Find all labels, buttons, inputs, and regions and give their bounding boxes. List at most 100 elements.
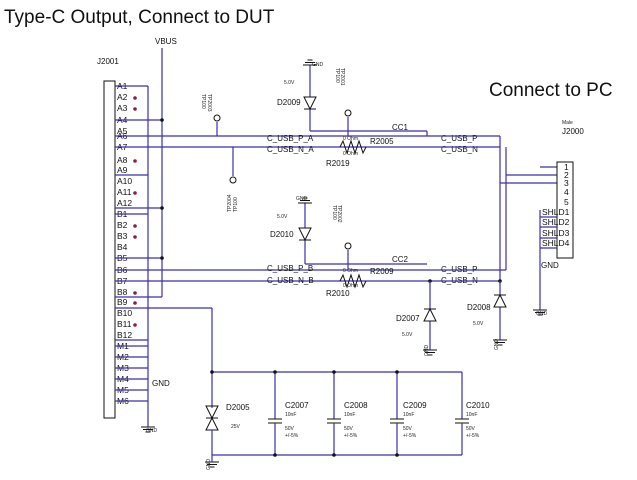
junction-dot [210,370,214,374]
junction-dot [160,206,164,210]
svg-text:TP100: TP100 [331,205,337,220]
j2001-pin-a8: A8 [117,155,128,165]
title-left: Type-C Output, Connect to DUT [4,7,275,28]
resistor-r2010: R2010 0 Ohm [326,283,358,298]
svg-text:R2005: R2005 [370,137,394,146]
test-point-tp2003: TP2003 TP100 [200,94,221,136]
j2001-pin-a12: A12 [117,198,132,208]
no-connect-marker [133,235,137,239]
svg-text:D2005: D2005 [226,403,250,412]
j2001-pin-a3: A3 [117,103,128,113]
svg-text:C2008: C2008 [344,401,368,410]
j2001-pin-a10: A10 [117,176,132,186]
j2000-pin-4: 4 [564,187,569,197]
title-right: Connect to PC [489,80,613,101]
svg-text:TP2003: TP2003 [206,94,212,112]
net-cc1: CC1 [392,123,409,132]
j2001-pin-b9: B9 [117,297,128,307]
svg-text:R2010: R2010 [326,289,350,298]
svg-text:TP2004: TP2004 [227,194,233,212]
j2001-pin-a9: A9 [117,165,128,175]
j2001-pin-b3: B3 [117,231,128,241]
svg-text:C2009: C2009 [403,401,427,410]
no-connect-marker [133,96,137,100]
svg-text:R2009: R2009 [370,267,394,276]
junction-dot [332,453,336,457]
svg-text:0 Ohm: 0 Ohm [343,151,358,157]
diode-d2009: 5.0V D2009 [277,65,317,131]
svg-text:25V: 25V [231,424,241,430]
test-point-tp2004: TP2004 TP100 [227,147,239,212]
svg-text:0 Ohm: 0 Ohm [343,136,358,142]
svg-text:50V: 50V [344,426,354,432]
svg-text:TP2002: TP2002 [336,205,342,223]
j2000-pin-shld3: SHLD3 [542,228,570,238]
svg-text:50V: 50V [403,426,413,432]
ground-symbol: GND [423,345,437,356]
svg-text:50V: 50V [466,426,476,432]
svg-text:C2010: C2010 [466,401,490,410]
no-connect-marker [133,107,137,111]
svg-text:0 Ohm: 0 Ohm [343,283,358,289]
diode-d2005: D2005 25V [205,403,250,455]
gnd-label-j2000: GND [541,261,559,270]
j2000-body [556,161,574,259]
test-point-tp2001: TP2001 TP100 [334,68,352,136]
j2000-pin-shld2: SHLD2 [542,217,570,227]
j2000-pin-5: 5 [564,197,569,207]
j2001-pin-b8: B8 [117,287,128,297]
svg-text:0 Ohm: 0 Ohm [343,268,358,274]
svg-text:TP2001: TP2001 [339,68,345,86]
capacitor-c2009: C2009 10nF 50V +/-5% [390,372,427,455]
svg-text:GND: GND [206,459,212,471]
j2001-pin-a5: A5 [117,126,128,136]
svg-text:10nF: 10nF [466,412,477,418]
svg-text:D2007: D2007 [396,314,420,323]
ground-symbol: GND [303,59,324,68]
svg-text:D2010: D2010 [270,230,294,239]
j2001-pin-b4: B4 [117,242,128,252]
svg-text:5.0V: 5.0V [277,214,288,220]
capacitor-c2007: C2007 10nF 50V +/-5% [268,372,309,455]
no-connect-marker [133,301,137,305]
net-c-usb-p-1: C_USB_P [441,134,477,143]
ground-symbol: GND [533,309,548,317]
svg-text:10nF: 10nF [285,412,296,418]
junction-dot [332,370,336,374]
j2000-pin-shld4: SHLD4 [542,238,570,248]
svg-text:+/-5%: +/-5% [285,433,299,439]
svg-text:+/-5%: +/-5% [466,433,480,439]
diode-d2007: D2007 5.0V [396,281,437,350]
net-c-usb-n-a: C_USB_N_A [267,145,314,154]
j2000-ref: J2000 [562,127,584,136]
j2000-value: Male [562,120,573,126]
j2001-pin-b10: B10 [117,308,132,318]
j2001-body [103,80,116,419]
junction-dot [273,453,277,457]
svg-text:+/-5%: +/-5% [403,433,417,439]
svg-text:GND: GND [146,428,158,434]
svg-text:50V: 50V [285,426,295,432]
svg-text:D2008: D2008 [467,303,491,312]
svg-text:D2009: D2009 [277,98,301,107]
no-connect-marker [133,159,137,163]
svg-text:GND: GND [312,62,324,68]
capacitor-c2010: C2010 10nF 50V +/-5% [455,372,490,455]
junction-dot [160,118,164,122]
svg-text:5.0V: 5.0V [284,80,295,86]
svg-text:R2019: R2019 [326,159,350,168]
svg-text:+/-5%: +/-5% [344,433,358,439]
resistor-r2019: R2019 0 Ohm [326,151,358,168]
junction-dot [395,370,399,374]
net-c-usb-n-b: C_USB_N_B [267,276,314,285]
net-c-usb-n-1: C_USB_N [441,145,478,154]
net-c-usb-p-a: C_USB_P_A [267,134,314,143]
resistor-r2009: R2009 0 Ohm [339,267,394,289]
junction-dot [273,370,277,374]
svg-text:5.0V: 5.0V [473,321,484,327]
j2001-pin-a11: A11 [117,187,132,197]
svg-text:C2007: C2007 [285,401,309,410]
junction-dot [395,453,399,457]
